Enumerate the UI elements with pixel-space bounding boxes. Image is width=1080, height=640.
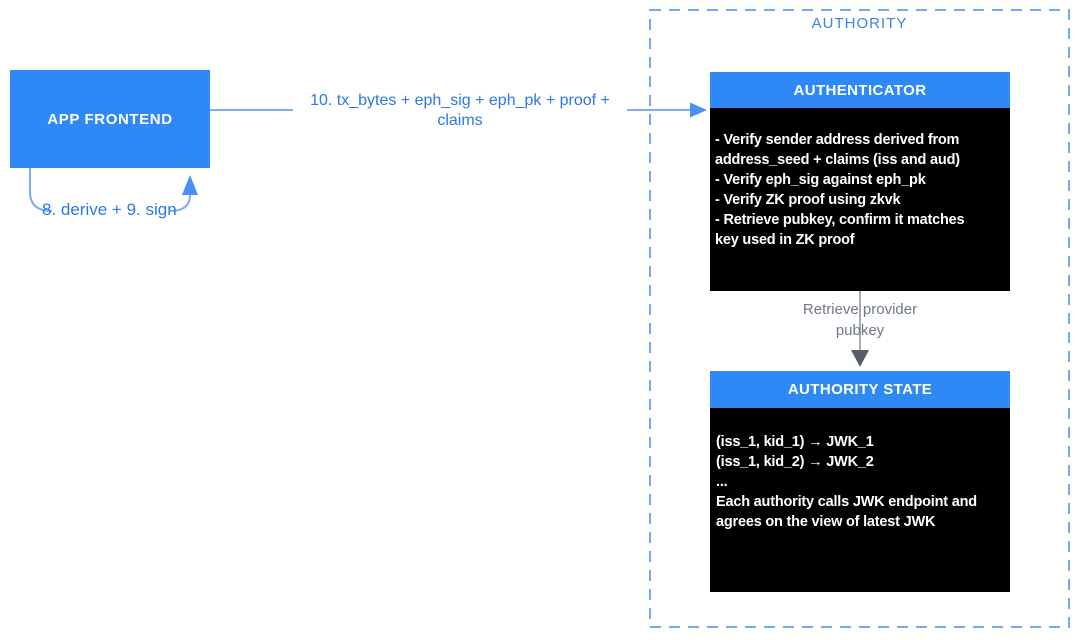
node-app-frontend: APP FRONTEND: [10, 70, 210, 168]
node-authenticator: AUTHENTICATOR - Verify sender address de…: [710, 72, 1010, 291]
edge-label-derive-sign: 8. derive + 9. sign: [42, 200, 177, 219]
edge-label-retrieve-pubkey: Retrieve provider pubkey: [802, 301, 918, 339]
authenticator-title: AUTHENTICATOR: [710, 72, 1010, 108]
edge-derive-sign-loop-right: [169, 194, 191, 212]
edge-retrieve-pubkey-arrowhead-icon: [851, 350, 869, 367]
authority-state-body-text: (iss_1, kid_1) → JWK_1 (iss_1, kid_2) → …: [710, 408, 1010, 592]
authority-dashed-border: [649, 9, 1070, 628]
app-frontend-title: APP FRONTEND: [47, 110, 173, 128]
edge-frontend-to-authenticator-arrowhead-icon: [690, 102, 707, 118]
edge-derive-sign-arrowhead-icon: [182, 175, 198, 195]
authority-container-label: AUTHORITY: [811, 15, 908, 32]
authority-state-title: AUTHORITY STATE: [710, 371, 1010, 408]
edge-label-tx-bytes: 10. tx_bytes + eph_sig + eph_pk + proof …: [293, 91, 627, 131]
edge-derive-sign-loop-left: [29, 168, 53, 212]
node-authority-state: AUTHORITY STATE (iss_1, kid_1) → JWK_1 (…: [710, 371, 1010, 592]
authenticator-body-text: - Verify sender address derived from add…: [710, 108, 1010, 291]
